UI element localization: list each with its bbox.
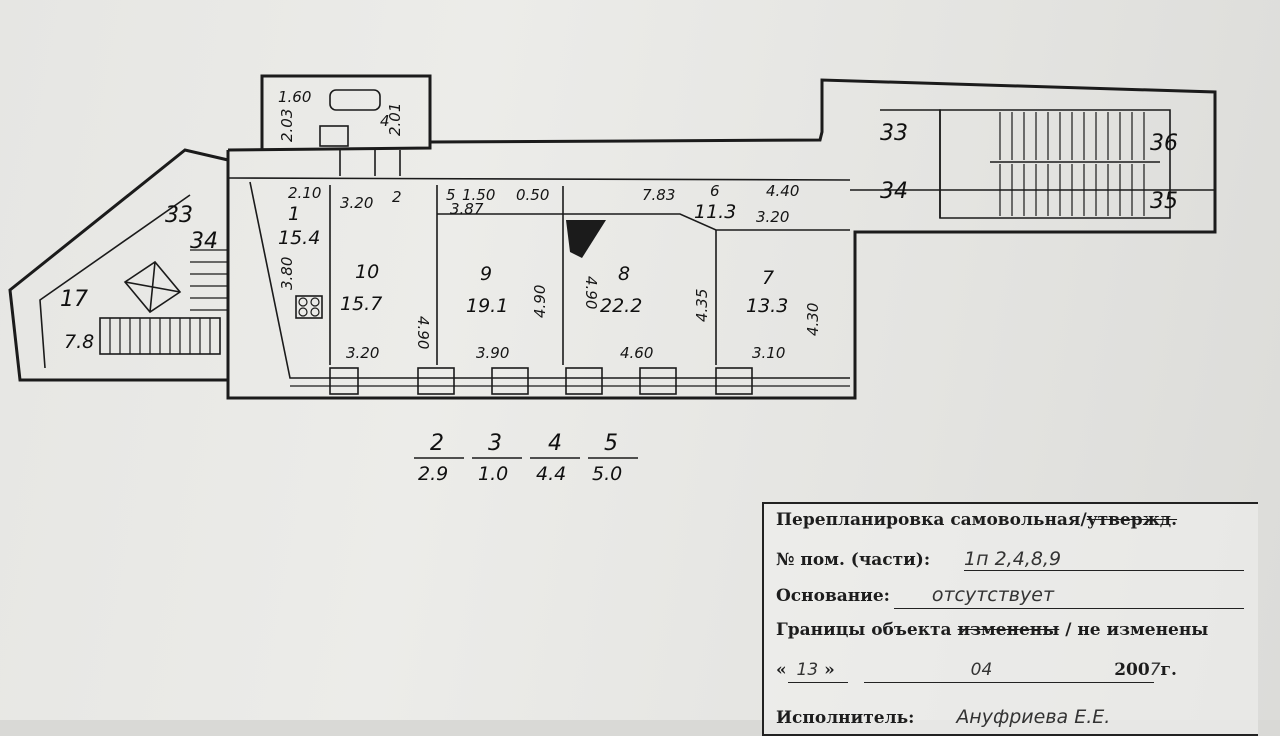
svg-text:11.3: 11.3: [694, 201, 736, 223]
svg-text:4.4: 4.4: [536, 463, 566, 485]
room-9: 9 19.1: [466, 263, 508, 317]
bathtub: [329, 89, 381, 111]
svg-text:5: 5: [446, 186, 456, 204]
svg-text:4.30: 4.30: [804, 303, 822, 336]
svg-text:4.90: 4.90: [582, 276, 600, 309]
basis-underline: [894, 608, 1244, 609]
stamp-room-numbers: № пом. (части): 1п 2,4,8,9: [776, 548, 1062, 570]
svg-text:7: 7: [762, 267, 774, 289]
day-underline: [788, 682, 848, 683]
left-wing-inner: [39, 194, 191, 369]
svg-text:2: 2: [430, 431, 444, 456]
windows: [290, 367, 850, 395]
svg-text:2.01: 2.01: [386, 103, 404, 136]
svg-text:3.20: 3.20: [756, 208, 789, 226]
svg-text:4.35: 4.35: [693, 289, 711, 322]
stamp-boundaries: Границы объекта изменены / не изменены: [776, 620, 1209, 640]
chimney: [566, 220, 606, 258]
corridor-wall: [227, 177, 851, 181]
svg-text:10: 10: [355, 261, 379, 283]
svg-text:4.40: 4.40: [766, 182, 799, 200]
stair-label-33-right: 33: [880, 121, 908, 146]
room-10: 10 15.7: [340, 261, 382, 315]
room-7: 7 13.3: [746, 267, 788, 317]
svg-text:6: 6: [710, 182, 720, 200]
month-underline: [864, 682, 1154, 683]
svg-text:3.20: 3.20: [346, 344, 379, 362]
svg-text:2.03: 2.03: [278, 109, 296, 142]
svg-text:3: 3: [488, 431, 502, 456]
svg-text:15.7: 15.7: [340, 293, 382, 315]
stamp-executor: Исполнитель: Ануфриева Е.Е.: [776, 706, 1111, 728]
stamp-title: Перепланировка самовольная/утвержд.: [776, 510, 1178, 530]
svg-text:3.10: 3.10: [752, 344, 785, 362]
right-staircase: [850, 109, 1215, 219]
svg-text:0.50: 0.50: [516, 186, 549, 204]
svg-text:1.60: 1.60: [278, 88, 311, 106]
svg-text:2.9: 2.9: [418, 463, 448, 485]
svg-text:7.8: 7.8: [64, 331, 94, 353]
svg-text:22.2: 22.2: [600, 295, 642, 317]
svg-text:15.4: 15.4: [278, 227, 320, 249]
svg-text:13.3: 13.3: [746, 295, 788, 317]
svg-text:3.87: 3.87: [450, 200, 484, 218]
svg-text:5: 5: [604, 431, 618, 456]
svg-text:4.90: 4.90: [531, 285, 549, 318]
room-17: 17 7.8: [60, 287, 94, 353]
redevelopment-stamp: Перепланировка самовольная/утвержд. № по…: [762, 502, 1258, 736]
svg-text:2: 2: [392, 188, 402, 206]
svg-text:4.60: 4.60: [620, 344, 653, 362]
small-rooms-list: 2 2.9 3 1.0 4 4.4 5 5.0: [414, 431, 638, 485]
facade-inner: [249, 181, 850, 379]
left-wing-wall: [8, 148, 230, 382]
svg-text:3.90: 3.90: [476, 344, 509, 362]
bath-partitions: [339, 150, 401, 176]
stove: [295, 295, 323, 319]
stair-label-33-left: 33: [165, 203, 193, 228]
room-6: 6 11.3: [694, 182, 736, 223]
svg-text:3.80: 3.80: [278, 257, 296, 290]
corridor-partition: [437, 213, 850, 231]
stair-label-36: 36: [1150, 131, 1178, 156]
stair-label-35: 35: [1150, 189, 1178, 214]
svg-text:9: 9: [480, 263, 492, 285]
stair-label-34-right: 34: [880, 179, 908, 204]
washbasin: [319, 125, 349, 147]
svg-text:3.20: 3.20: [340, 194, 373, 212]
stair-label-34-left: 34: [190, 229, 218, 254]
room-8: 8 22.2: [600, 263, 642, 317]
svg-text:4: 4: [380, 112, 390, 130]
svg-text:1.0: 1.0: [478, 463, 508, 485]
svg-text:7.83: 7.83: [642, 186, 675, 204]
svg-text:5.0: 5.0: [592, 463, 622, 485]
svg-text:1: 1: [288, 203, 300, 225]
svg-text:2.10: 2.10: [288, 184, 321, 202]
svg-text:1.50: 1.50: [462, 186, 495, 204]
svg-text:17: 17: [60, 287, 88, 312]
svg-text:8: 8: [618, 263, 630, 285]
svg-text:4: 4: [548, 431, 562, 456]
stamp-basis: Основание: отсутствует: [776, 584, 1055, 606]
bathroom-wall: [260, 74, 432, 150]
floor-plan: 1 15.4 10 15.7 9 19.1 8 22.2 7 13.3 6 11…: [8, 74, 1217, 485]
room-numbers-underline: [964, 570, 1244, 571]
left-staircase: [99, 249, 228, 355]
svg-text:4.90: 4.90: [414, 316, 432, 349]
room-1: 1 15.4: [278, 203, 320, 249]
stamp-date: « 13 » 04 2007г.: [776, 660, 1177, 680]
svg-text:19.1: 19.1: [466, 295, 508, 317]
dimensions: 1.60 4 2.01 2.03 2.10 3.80 3.20 2 4.90 3…: [278, 88, 822, 362]
